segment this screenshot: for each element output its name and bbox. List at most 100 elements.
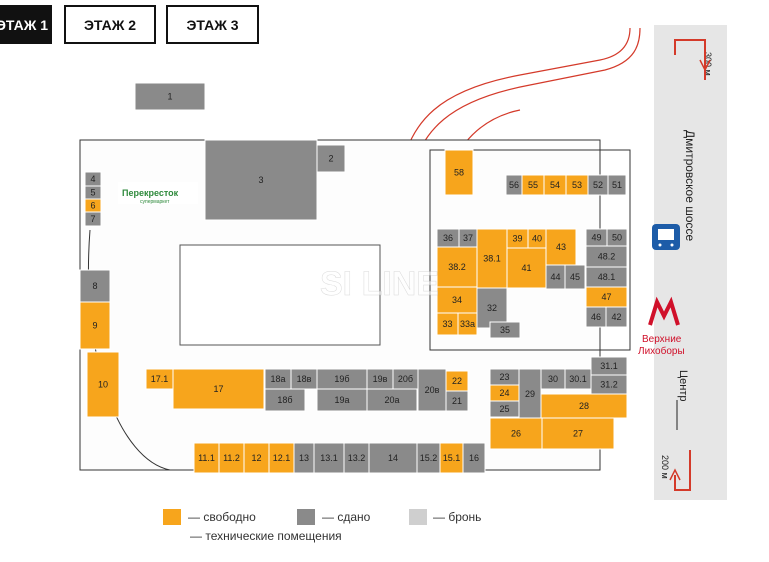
unit-label: 40 [532,234,542,244]
unit-label: 13.1 [320,453,338,463]
unit-33а[interactable] [457,312,478,336]
unit-label: 16 [469,453,479,463]
unit-label: 22 [452,376,462,386]
unit-label: 44 [550,272,560,282]
unit-9[interactable] [79,301,111,350]
unit-label: 19в [373,374,388,384]
unit-18б[interactable] [264,388,306,412]
unit-label: 12.1 [273,453,291,463]
unit-27[interactable] [541,417,615,450]
legend-free-swatch [163,509,181,525]
anchor-logo-bg [118,182,198,204]
tab-floor-2[interactable]: ЭТАЖ 2 [64,5,156,44]
unit-11.1[interactable] [193,442,220,474]
unit-label: 31.1 [600,361,618,371]
unit-label: 52 [593,180,603,190]
metro-name-line1: Верхние [642,334,682,345]
unit-label: 54 [550,180,560,190]
unit-label: 20б [398,374,413,384]
unit-label: 18в [297,374,312,384]
unit-label: 33а [460,319,475,329]
tab-floor-1[interactable]: ЭТАЖ 1 [0,5,52,44]
metro-name-line2: Лихоборы [638,345,685,357]
unit-3[interactable] [204,139,318,221]
unit-1[interactable] [134,82,206,111]
unit-38.2[interactable] [436,246,478,288]
unit-label: 12 [251,453,261,463]
unit-label: 21 [452,396,462,406]
unit-label: 14 [388,453,398,463]
unit-45[interactable] [564,264,586,290]
unit-label: 31.2 [600,380,618,390]
unit-35[interactable] [489,321,521,339]
road-name: Дмитровское шоссе [683,130,697,242]
unit-label: 35 [500,325,510,335]
unit-label: 38.2 [448,262,466,272]
unit-13.2[interactable] [343,442,370,474]
unit-label: 3 [258,175,263,185]
unit-label: 29 [525,389,535,399]
tab-floor-3[interactable]: ЭТАЖ 3 [166,5,259,44]
unit-label: 13.2 [348,453,366,463]
unit-label: 19а [334,395,349,405]
unit-label: 53 [572,180,582,190]
unit-label: 13 [299,453,309,463]
unit-21[interactable] [445,390,469,412]
unit-label: 39 [512,234,522,244]
unit-label: 50 [612,233,622,243]
unit-12.1[interactable] [268,442,295,474]
unit-43[interactable] [545,228,577,266]
unit-label: 48.2 [598,252,616,262]
unit-label: 41 [521,263,531,273]
unit-label: 36 [443,233,453,243]
legend-rented-swatch [297,509,315,525]
unit-14[interactable] [368,442,418,474]
unit-label: 10 [98,380,108,390]
watermark: SI LINE [320,265,439,303]
unit-label: 11.1 [198,453,215,463]
legend-free-label: — свободно [188,510,256,524]
anchor-name: Перекресток [122,188,179,198]
unit-label: 45 [570,272,580,282]
unit-label: 15.1 [443,453,461,463]
unit-label: 26 [511,429,521,439]
unit-41[interactable] [506,247,547,289]
unit-7[interactable] [84,211,102,227]
unit-label: 27 [573,429,583,439]
bus-stop-icon [652,224,680,250]
unit-34[interactable] [436,286,478,314]
unit-label: 55 [528,180,538,190]
unit-13.1[interactable] [313,442,345,474]
unit-51[interactable] [607,174,627,196]
unit-58[interactable] [444,149,474,196]
unit-label: 47 [601,292,611,302]
legend-booked-swatch [409,509,427,525]
unit-label: 24 [499,388,509,398]
unit-label: 8 [92,281,97,291]
unit-20в[interactable] [417,368,447,412]
unit-17[interactable] [172,368,265,410]
unit-label: 25 [499,404,509,414]
unit-label: 19б [334,374,349,384]
unit-label: 49 [591,233,601,243]
unit-20а[interactable] [366,388,418,412]
unit-label: 32 [487,303,497,313]
unit-label: 30.1 [569,374,587,384]
unit-label: 34 [452,295,462,305]
unit-label: 15.2 [420,453,438,463]
unit-label: 56 [509,180,519,190]
unit-label: 42 [611,312,621,322]
unit-label: 48.1 [598,272,616,282]
unit-12[interactable] [243,442,270,474]
unit-26[interactable] [489,417,543,450]
unit-10[interactable] [86,351,120,418]
unit-label: 30 [548,374,558,384]
unit-32[interactable] [476,287,508,329]
unit-8[interactable] [79,269,111,303]
unit-16[interactable] [462,442,486,474]
road-center: Центр [677,370,689,402]
unit-11.2[interactable] [218,442,245,474]
unit-label: 38.1 [483,254,501,264]
unit-42[interactable] [605,306,628,328]
